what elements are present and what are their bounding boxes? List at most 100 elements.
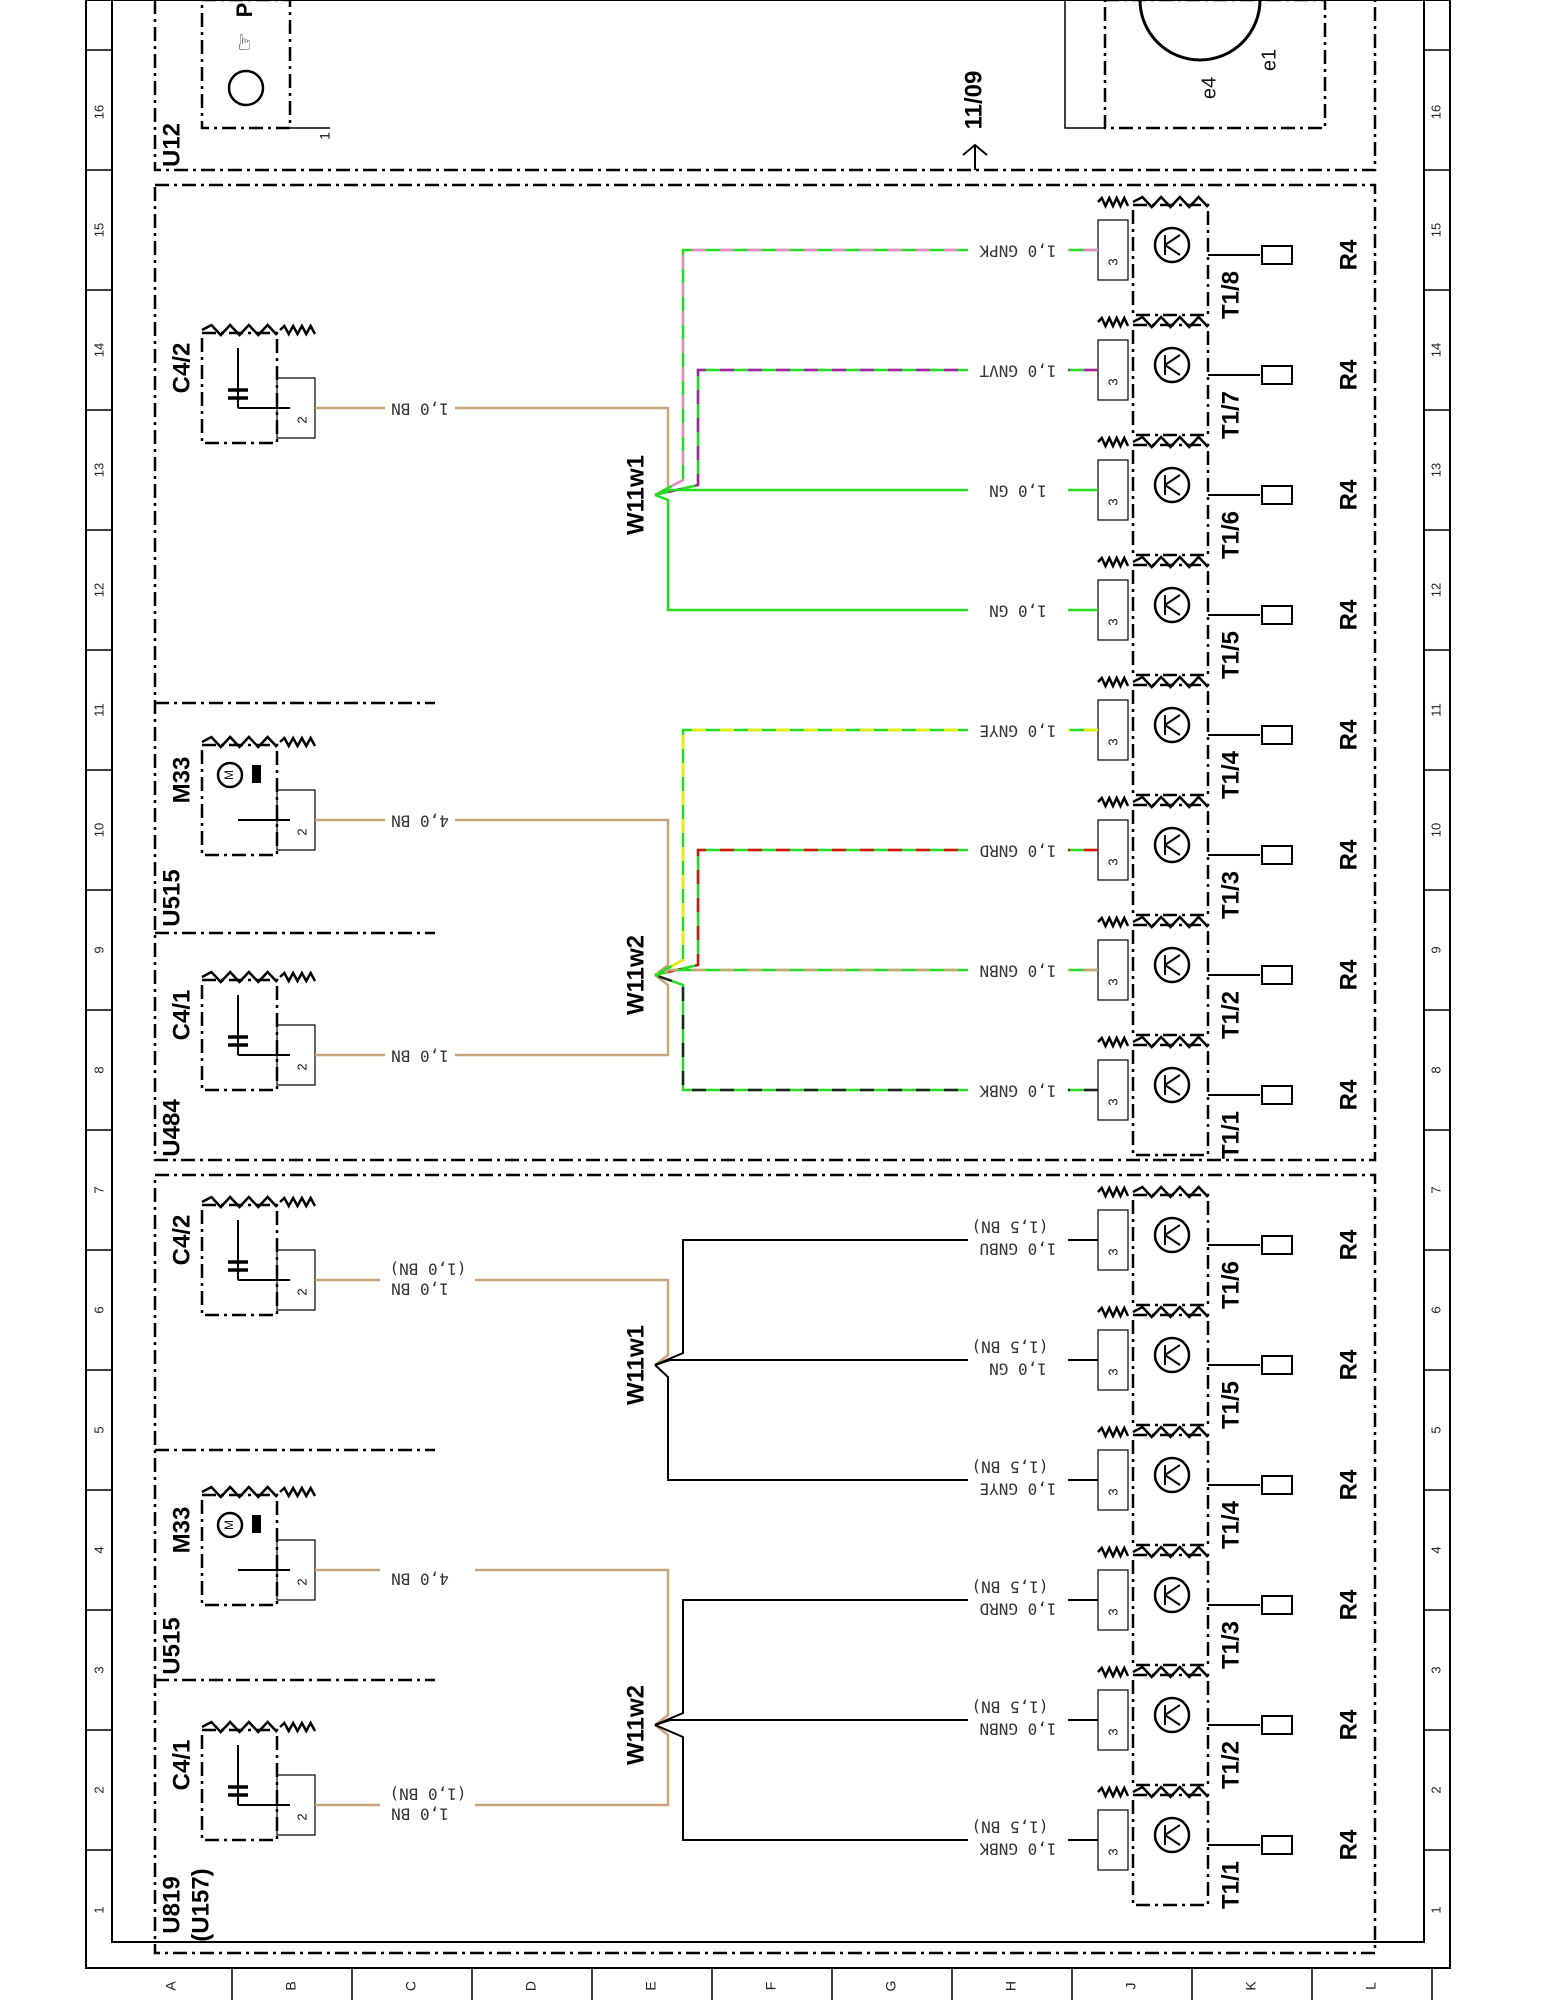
ground-zigzag [1097, 1035, 1130, 1049]
label-bg [385, 1044, 455, 1066]
wire-black [654, 1364, 1098, 1481]
resistor-icon [1261, 485, 1293, 505]
dial-arc [1138, 0, 1262, 62]
transistor-lead [1164, 1584, 1181, 1596]
inner-frame [111, 0, 1425, 1943]
label-bg [968, 1079, 1068, 1101]
module-label-U484: U484 [158, 1099, 185, 1157]
transistor-lead [1164, 964, 1181, 976]
ground-zigzag [201, 1195, 278, 1209]
ground-zigzag [1132, 1425, 1209, 1439]
module-label-U157: (U157) [187, 1868, 214, 1941]
transistor-lead [1164, 844, 1181, 856]
label-bg [968, 1694, 1068, 1738]
pin-number: 3 [1105, 1848, 1120, 1855]
ground-zigzag [201, 1720, 278, 1734]
ruler-number-right: 6 [1428, 1306, 1443, 1313]
transistor-lead [1164, 484, 1181, 496]
transistor-icon [227, 69, 265, 107]
transistor-box [1131, 1793, 1210, 1907]
wire-label-alt: (1,5 BN) [971, 1698, 1048, 1717]
label-bg [380, 1546, 475, 1586]
label-bg [968, 359, 1068, 381]
label-bg [380, 1256, 475, 1296]
resistor-label: R4 [1335, 839, 1362, 870]
ruler-letter: G [883, 1981, 899, 1992]
module-label-U12: U12 [158, 123, 185, 167]
component-box [200, 978, 279, 1092]
transistor-icon [1153, 226, 1191, 264]
ground-zigzag [1132, 1545, 1209, 1559]
transistor-icon [1153, 466, 1191, 504]
wire-label: 1,0 BN [391, 1280, 449, 1299]
resistor-icon [1261, 965, 1293, 985]
resistor-icon [1261, 245, 1293, 265]
wire-label: 1,0 GNBU [979, 1240, 1056, 1259]
resistor-label: R4 [1335, 1229, 1362, 1260]
ruler-letter: J [1123, 1983, 1139, 1990]
component-box [200, 743, 279, 857]
transistor-lead [1164, 604, 1181, 616]
wire-black [654, 1719, 1098, 1726]
transistor-lead [1164, 724, 1181, 736]
ground-zigzag [1132, 1035, 1209, 1049]
resistor-icon [1261, 1835, 1293, 1855]
ruler-number-left: 5 [91, 1426, 106, 1433]
pin-number: 3 [1105, 1608, 1120, 1615]
wire-GNBN-stripe [654, 968, 1098, 977]
transistor-box [1131, 323, 1210, 437]
transistor-lead [1164, 234, 1181, 246]
ruler-number-right: 7 [1428, 1186, 1443, 1193]
resistor-icon [1261, 1595, 1293, 1615]
ruler-number-left: 9 [91, 946, 106, 953]
ground-zigzag [1097, 555, 1130, 569]
resistor-label: R4 [1335, 239, 1362, 270]
resistor-icon [1261, 365, 1293, 385]
component-label: T1/1 [1217, 1861, 1244, 1909]
ground-zigzag [279, 323, 317, 337]
transistor-icon [1153, 946, 1191, 984]
resistor-icon [1261, 845, 1293, 865]
module-box-lower [153, 1173, 1377, 1955]
transistor-box [1131, 923, 1210, 1037]
wire-GNYE-stripe [654, 728, 1098, 977]
component-label: T1/1 [1217, 1111, 1244, 1159]
transistor-lead [1164, 1824, 1181, 1836]
resistor-label: R4 [1335, 1709, 1362, 1740]
pin-box [1097, 1329, 1129, 1391]
wire-black [654, 1359, 1098, 1366]
module-label-U515-upper: U515 [158, 869, 185, 926]
module-box-upper [153, 183, 1377, 1162]
component-label: C4/2 [168, 1215, 195, 1266]
ruler-number-left: 13 [91, 463, 106, 477]
label-bg [968, 599, 1068, 621]
motor-icon [216, 761, 244, 789]
wire-label: 1,0 GNBK [979, 1082, 1056, 1101]
ground-zigzag [1097, 1545, 1130, 1559]
component-box [200, 1728, 279, 1842]
transistor-box [1131, 563, 1210, 677]
pin-number: 3 [1105, 378, 1120, 385]
ruler-number-left: 14 [91, 343, 106, 357]
resistor-icon [1261, 1235, 1293, 1255]
ruler-number-left: 4 [91, 1546, 106, 1553]
resistor-label: R4 [1335, 1829, 1362, 1860]
motor-icon [216, 1511, 244, 1539]
ruler-number-right: 11 [1428, 703, 1443, 717]
component-label: T1/6 [1217, 1261, 1244, 1309]
ground-zigzag [1132, 315, 1209, 329]
component-label: M33 [168, 1507, 195, 1554]
transistor-lead [1164, 364, 1181, 376]
component-label: T1/6 [1217, 511, 1244, 559]
component-label: T1/2 [1217, 991, 1244, 1039]
ruler-letter: H [1003, 1981, 1019, 1991]
wire-label: 1,0 GN [989, 482, 1047, 501]
ruler-number-right: 2 [1428, 1786, 1443, 1793]
wire-BN [315, 818, 670, 976]
transistor-box [1131, 1553, 1210, 1667]
component-label: C4/1 [168, 1740, 195, 1791]
resistor-label: R4 [1335, 599, 1362, 630]
u12-component-box [200, 0, 292, 130]
ground-zigzag [1132, 1785, 1209, 1799]
